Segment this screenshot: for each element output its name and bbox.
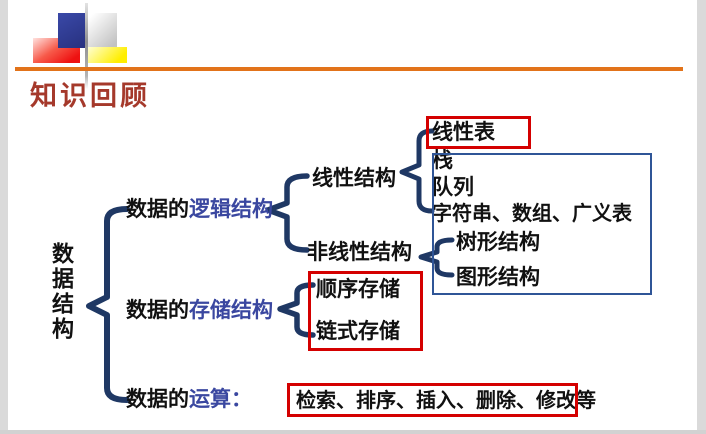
item-tree-structure: 树形结构	[456, 230, 540, 254]
frame-box-structures	[432, 153, 652, 295]
row-logic-structure: 数据的逻辑结构	[126, 197, 273, 221]
item-linear-list: 线性表	[432, 120, 495, 144]
slide-edge-left	[0, 0, 8, 434]
slide-edge-right	[697, 0, 706, 434]
logo-yellow-block	[87, 47, 127, 63]
logo-gray-block	[87, 13, 117, 48]
header-rule	[15, 67, 683, 71]
item-graph-structure: 图形结构	[456, 265, 540, 289]
highlight-box-linear-list	[426, 116, 531, 149]
logo-stem-line	[85, 3, 88, 89]
brace-root	[86, 206, 130, 403]
row-storage-prefix: 数据的	[126, 298, 189, 322]
item-queue: 队列	[432, 175, 474, 199]
node-linear-structure: 线性结构	[312, 166, 396, 190]
highlight-box-operations	[287, 383, 578, 417]
row-storage-structure: 数据的存储结构	[126, 298, 273, 322]
logo-blue-block	[58, 13, 87, 48]
row-logic-term: 逻辑结构	[189, 197, 273, 221]
row-logic-prefix: 数据的	[126, 197, 189, 221]
item-string-array-glist: 字符串、数组、广义表	[432, 203, 632, 225]
slide-edge-bottom	[0, 430, 706, 434]
item-linked-storage: 链式存储	[316, 319, 400, 343]
row-operations: 数据的运算：	[126, 387, 252, 411]
item-sequential-storage: 顺序存储	[316, 277, 400, 301]
page-title: 知识回顾	[30, 81, 150, 111]
row-operations-term: 运算：	[189, 387, 252, 411]
row-storage-term: 存储结构	[189, 298, 273, 322]
operations-list: 检索、排序、插入、删除、修改等	[296, 390, 596, 412]
row-operations-prefix: 数据的	[126, 387, 189, 411]
brace-logic-children	[265, 173, 310, 253]
highlight-box-storage	[308, 271, 423, 351]
tree-root-label: 数据结构	[49, 242, 74, 342]
node-nonlinear-structure: 非线性结构	[307, 240, 412, 264]
